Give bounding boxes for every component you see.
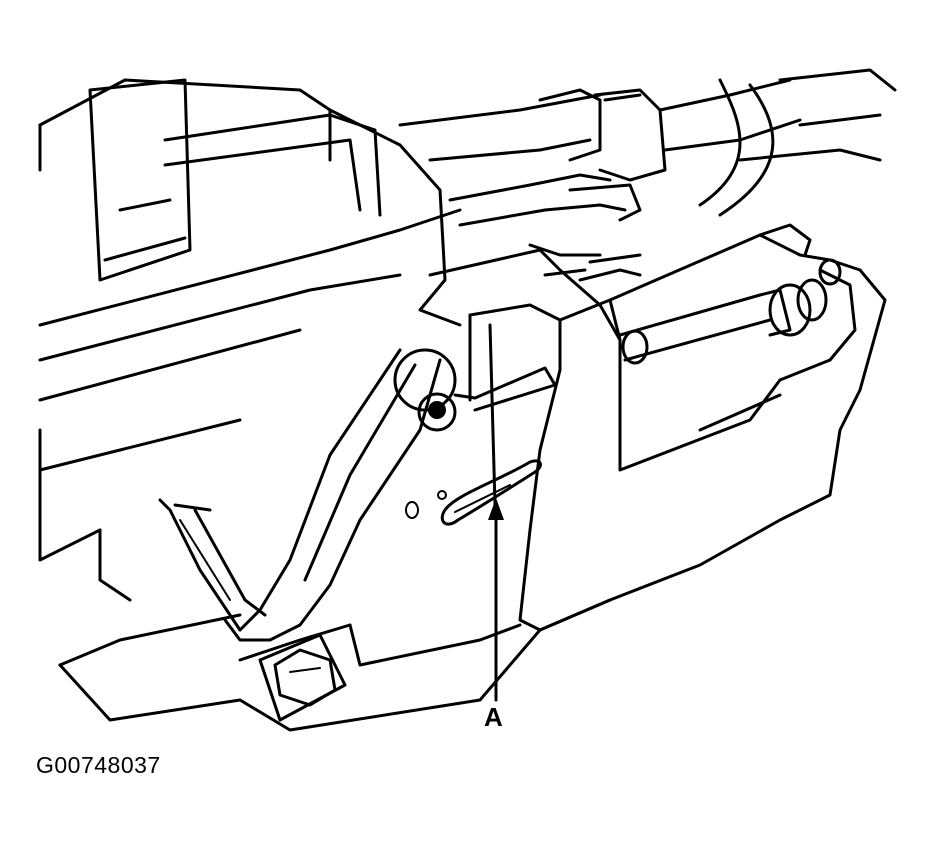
- shift-lever-arm: [158, 348, 557, 642]
- wire-harness: [398, 68, 897, 282]
- cotter-pin: [440, 459, 542, 526]
- shift-cable-rod: [618, 258, 842, 365]
- console-housing: [38, 78, 462, 602]
- bracket-hole: [437, 490, 447, 500]
- mounting-bolt: [273, 648, 337, 707]
- shifter-bracket: [428, 223, 887, 632]
- callout-a: A: [484, 498, 504, 732]
- arrow-head-icon: [488, 498, 504, 520]
- callout-label-a: A: [484, 702, 503, 732]
- base-plate: [58, 613, 542, 732]
- figure-id: G00748037: [36, 752, 161, 778]
- bracket-hole: [405, 501, 419, 519]
